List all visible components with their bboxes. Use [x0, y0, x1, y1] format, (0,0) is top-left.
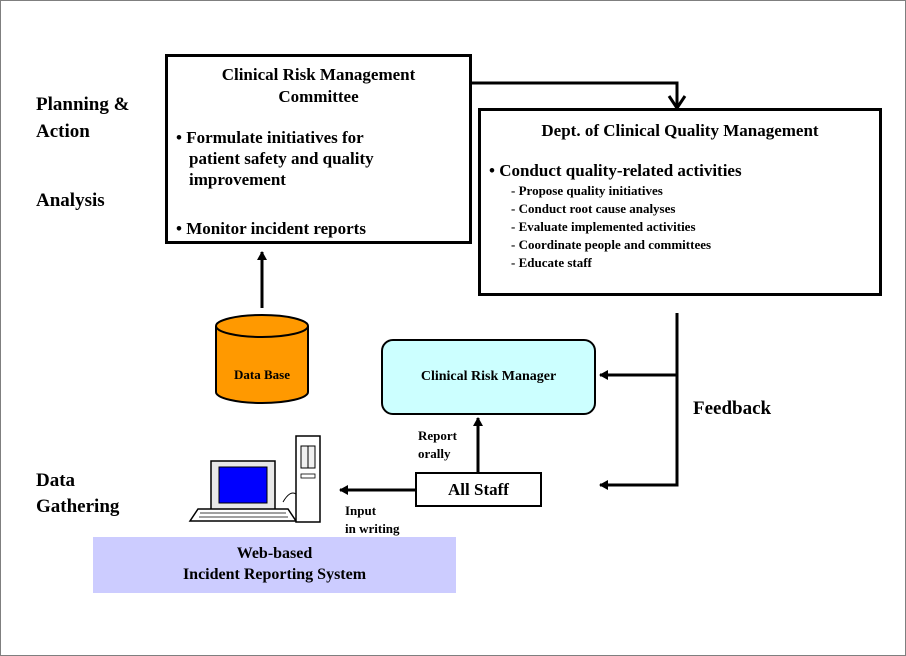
- dept-title: Dept. of Clinical Quality Management: [541, 121, 819, 140]
- dept-activity-list: - Propose quality initiatives - Conduct …: [511, 182, 711, 272]
- report-orally-line-1: Report: [418, 428, 457, 443]
- label-planning-line-1: Planning &: [36, 94, 130, 115]
- committee-bullet-1-line-3: improvement: [189, 170, 286, 189]
- committee-bullet-1: • Formulate initiatives for patient safe…: [176, 128, 374, 189]
- committee-bullet-2-text: Monitor incident reports: [186, 219, 366, 238]
- database-label: Data Base: [234, 367, 290, 382]
- label-feedback: Feedback: [693, 398, 772, 419]
- committee-bullet-1-line-2: patient safety and quality: [189, 149, 374, 168]
- committee-bullet-1-line-1: Formulate initiatives for: [186, 128, 364, 147]
- committee-title-line-2: Committee: [278, 87, 359, 106]
- all-staff-box: All Staff: [415, 472, 542, 507]
- dept-item: - Conduct root cause analyses: [511, 201, 676, 216]
- committee-bullet-2: • Monitor incident reports: [176, 219, 366, 238]
- dept-main-bullet: • Conduct quality-related activities: [489, 161, 742, 180]
- dept-item: - Evaluate implemented activities: [511, 219, 696, 234]
- label-data-gathering: Data Gathering: [36, 468, 119, 520]
- committee-title: Clinical Risk Management Committee: [168, 64, 469, 108]
- dept-main-bullet-text: Conduct quality-related activities: [499, 161, 742, 180]
- all-staff-label: All Staff: [448, 479, 509, 499]
- label-analysis: Analysis: [36, 190, 105, 211]
- computer-icon: [188, 435, 321, 523]
- report-orally-line-2: orally: [418, 446, 451, 461]
- committee-title-line-1: Clinical Risk Management: [221, 65, 416, 84]
- input-in-writing-line-1: Input: [345, 503, 377, 518]
- dept-item: - Educate staff: [511, 255, 592, 270]
- risk-manager-label: Clinical Risk Manager: [420, 369, 557, 384]
- web-system-line-1: Web-based: [236, 545, 313, 562]
- label-planning-action: Planning & Action: [36, 91, 129, 145]
- web-reporting-system-banner: Web-based Incident Reporting System: [93, 537, 456, 593]
- risk-manager-box: Clinical Risk Manager: [381, 339, 596, 415]
- dept-item: - Propose quality initiatives: [511, 183, 663, 198]
- committee-box: Clinical Risk Management Committee • For…: [165, 54, 472, 244]
- label-data-line-2: Gathering: [36, 496, 120, 517]
- input-in-writing-line-2: in writing: [345, 521, 400, 536]
- report-orally-label: Report orally: [418, 427, 457, 463]
- dept-item: - Coordinate people and committees: [511, 237, 712, 252]
- label-planning-line-2: Action: [36, 121, 90, 142]
- dept-box: Dept. of Clinical Quality Management • C…: [478, 108, 882, 296]
- label-data-line-1: Data: [36, 470, 76, 491]
- feedback-connector: [599, 313, 679, 490]
- input-in-writing-label: Input in writing: [345, 502, 400, 538]
- database-cylinder-icon: [215, 314, 309, 404]
- arrow-committee-to-dept: [472, 81, 687, 111]
- web-system-line-2: Incident Reporting System: [182, 566, 367, 583]
